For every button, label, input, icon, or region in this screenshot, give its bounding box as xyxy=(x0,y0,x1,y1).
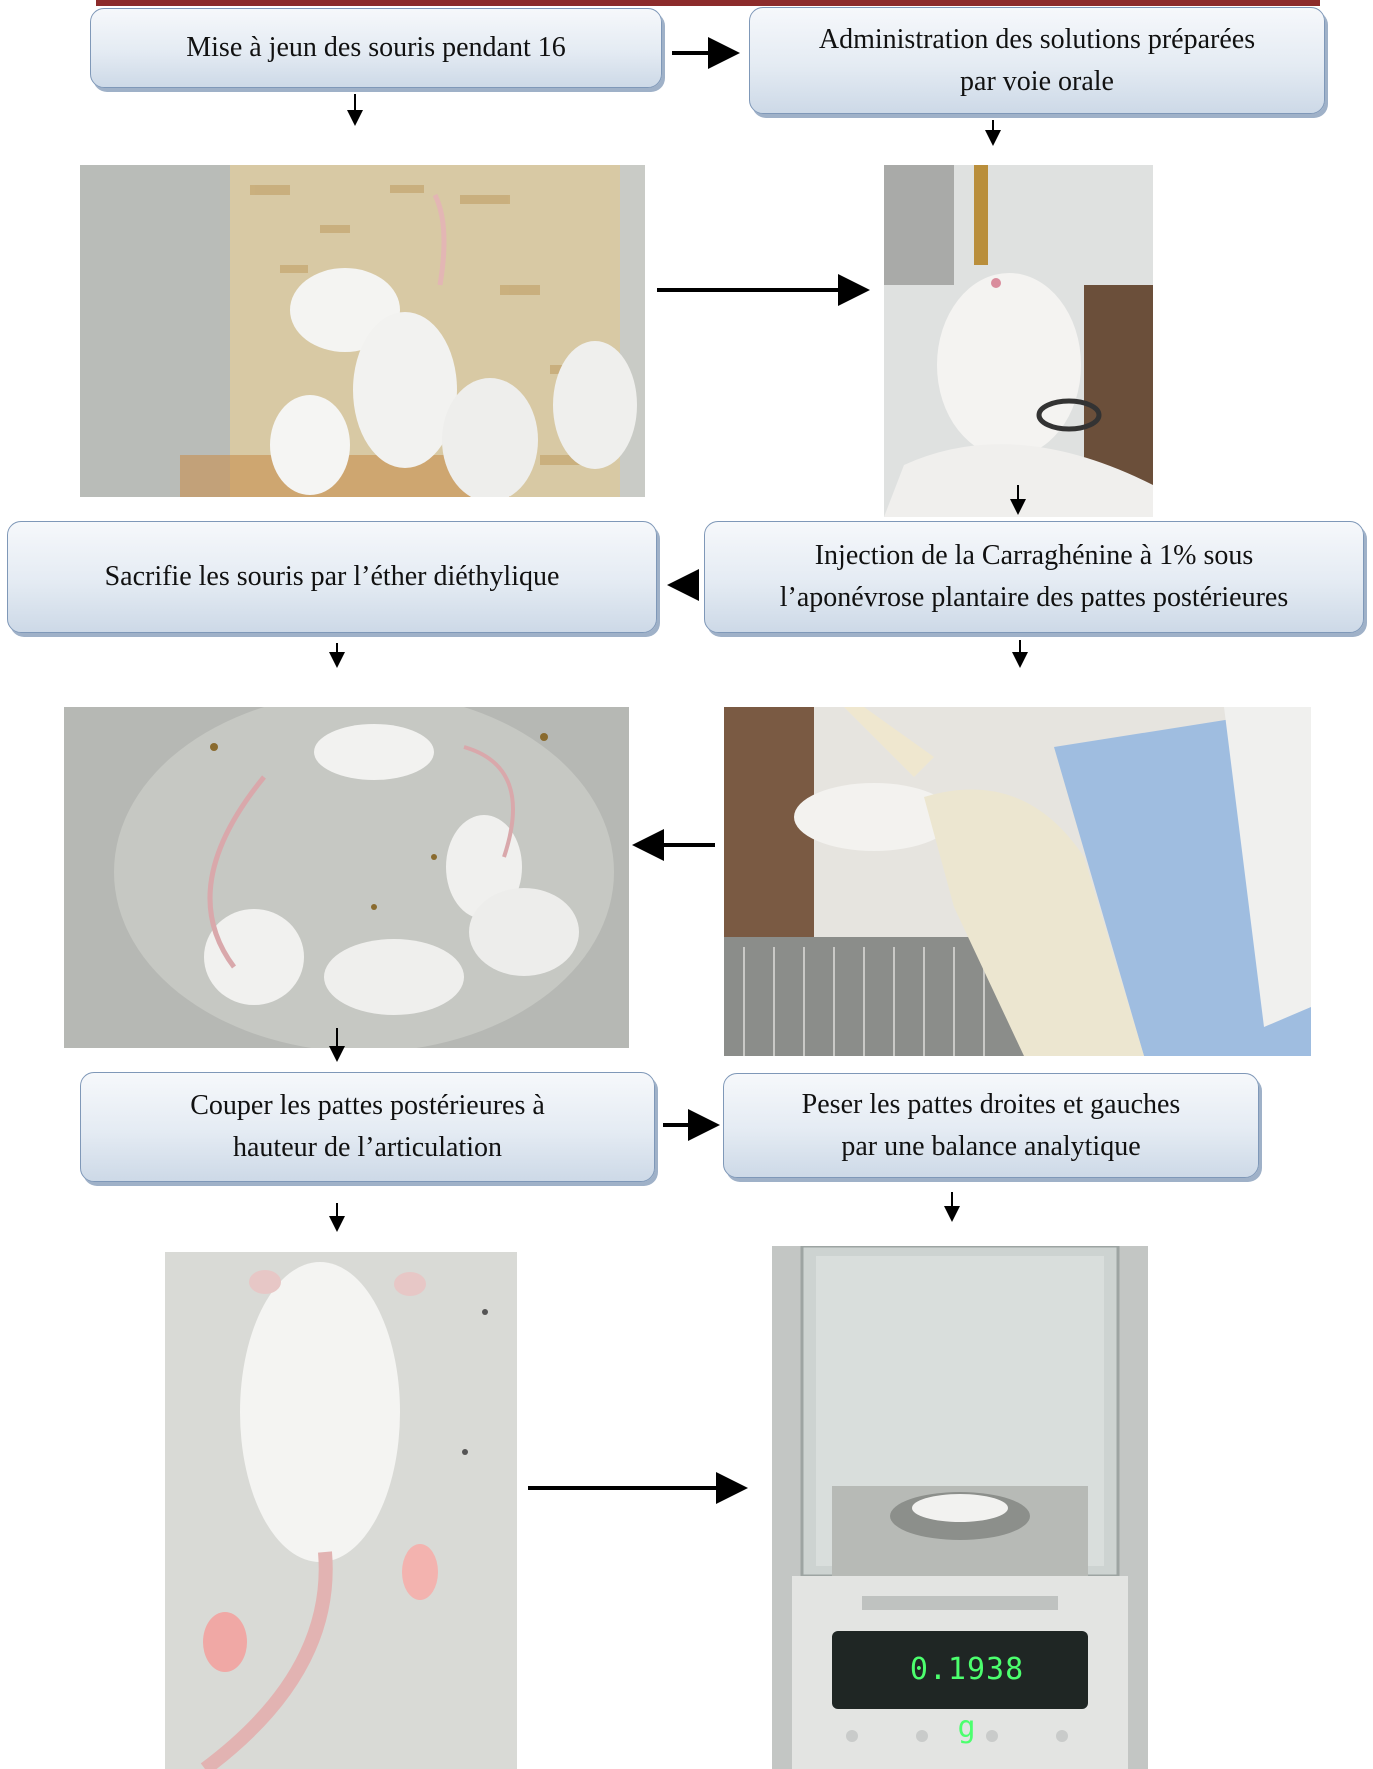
flow-arrows xyxy=(0,0,1373,1769)
